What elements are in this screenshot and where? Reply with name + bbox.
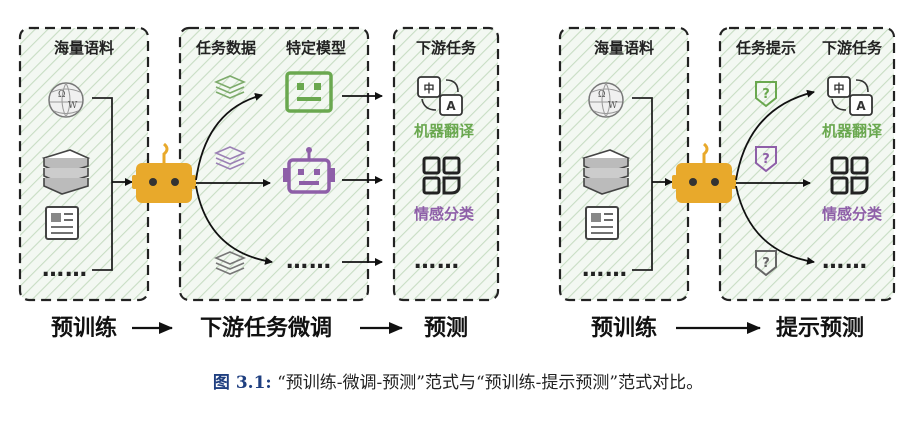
- svg-text:?: ?: [762, 87, 770, 102]
- prompt-icon-1: ?: [755, 81, 777, 108]
- newspaper-icon: [45, 206, 79, 240]
- svg-text:A: A: [446, 99, 456, 113]
- left-robot-icon: [132, 142, 196, 203]
- wikipedia-icon: Ω W: [48, 82, 84, 118]
- left-finetune-box: [178, 26, 370, 302]
- left-translate-icon: 中 A: [417, 76, 463, 116]
- right-wikipedia-icon: Ω W: [588, 82, 624, 118]
- left-model-header: 特定模型: [286, 39, 346, 57]
- right-translate-icon: 中 A: [827, 76, 873, 116]
- right-task2-label: 情感分类: [822, 205, 883, 223]
- figure-caption: 图 3.1: “预训练-微调-预测”范式与“预训练-提示预测”范式对比。: [0, 368, 916, 393]
- books-icon: [41, 149, 91, 195]
- right-diagram: 海量语料 任务提示 下游任务 Ω W ……: [558, 26, 896, 341]
- right-step-prompt-predict: 提示预测: [776, 315, 864, 341]
- svg-text:W: W: [68, 101, 78, 111]
- prompt-icon-2: ?: [755, 146, 777, 173]
- left-task1-label: 机器翻译: [414, 122, 475, 140]
- right-corpus-header: 海量语料: [594, 39, 654, 57]
- left-step-pretrain: 预训练: [51, 315, 117, 341]
- svg-text:A: A: [856, 99, 866, 113]
- svg-text:Ω: Ω: [58, 90, 65, 100]
- left-step-finetune: 下游任务微调: [200, 315, 332, 341]
- prompt-icon-3: ?: [755, 250, 777, 277]
- left-corpus-header: 海量语料: [54, 39, 114, 57]
- right-task1-label: 机器翻译: [822, 122, 883, 140]
- svg-text:中: 中: [834, 81, 845, 95]
- left-category-icon: [422, 156, 461, 195]
- taskdata-layers-icon-2: [213, 146, 247, 170]
- caption-text: “预训练-微调-预测”范式与“预训练-提示预测”范式对比。: [277, 373, 704, 393]
- svg-text:W: W: [608, 101, 618, 111]
- taskdata-layers-icon-1: [213, 75, 247, 99]
- right-downstream-header: 下游任务: [822, 39, 883, 57]
- left-taskdata-header: 任务数据: [195, 39, 256, 57]
- right-books-icon: [581, 149, 631, 195]
- purple-model-icon: [283, 147, 335, 194]
- svg-text:Ω: Ω: [598, 90, 605, 100]
- svg-text:?: ?: [762, 152, 770, 167]
- right-step-pretrain: 预训练: [591, 315, 657, 341]
- right-prompt-header: 任务提示: [735, 39, 796, 57]
- svg-text:?: ?: [762, 256, 770, 271]
- left-downstream-ellipsis: ……: [414, 249, 460, 274]
- caption-label: 图 3.1:: [212, 373, 272, 393]
- green-model-icon: [285, 71, 333, 113]
- left-model-ellipsis: ……: [286, 249, 332, 274]
- left-step-predict: 预测: [424, 316, 468, 341]
- right-newspaper-icon: [585, 206, 619, 240]
- left-downstream-header: 下游任务: [416, 39, 477, 57]
- svg-text:中: 中: [424, 81, 435, 95]
- left-corpus-ellipsis: ……: [42, 257, 88, 282]
- right-downstream-ellipsis: ……: [822, 249, 868, 274]
- right-corpus-ellipsis: ……: [582, 257, 628, 282]
- taskdata-layers-icon-3: [213, 251, 247, 275]
- right-category-icon: [830, 156, 869, 195]
- left-task2-label: 情感分类: [414, 205, 475, 223]
- right-robot-icon: [672, 142, 736, 203]
- left-diagram: 海量语料 任务数据 特定模型 下游任务 Ω W ……: [18, 26, 500, 341]
